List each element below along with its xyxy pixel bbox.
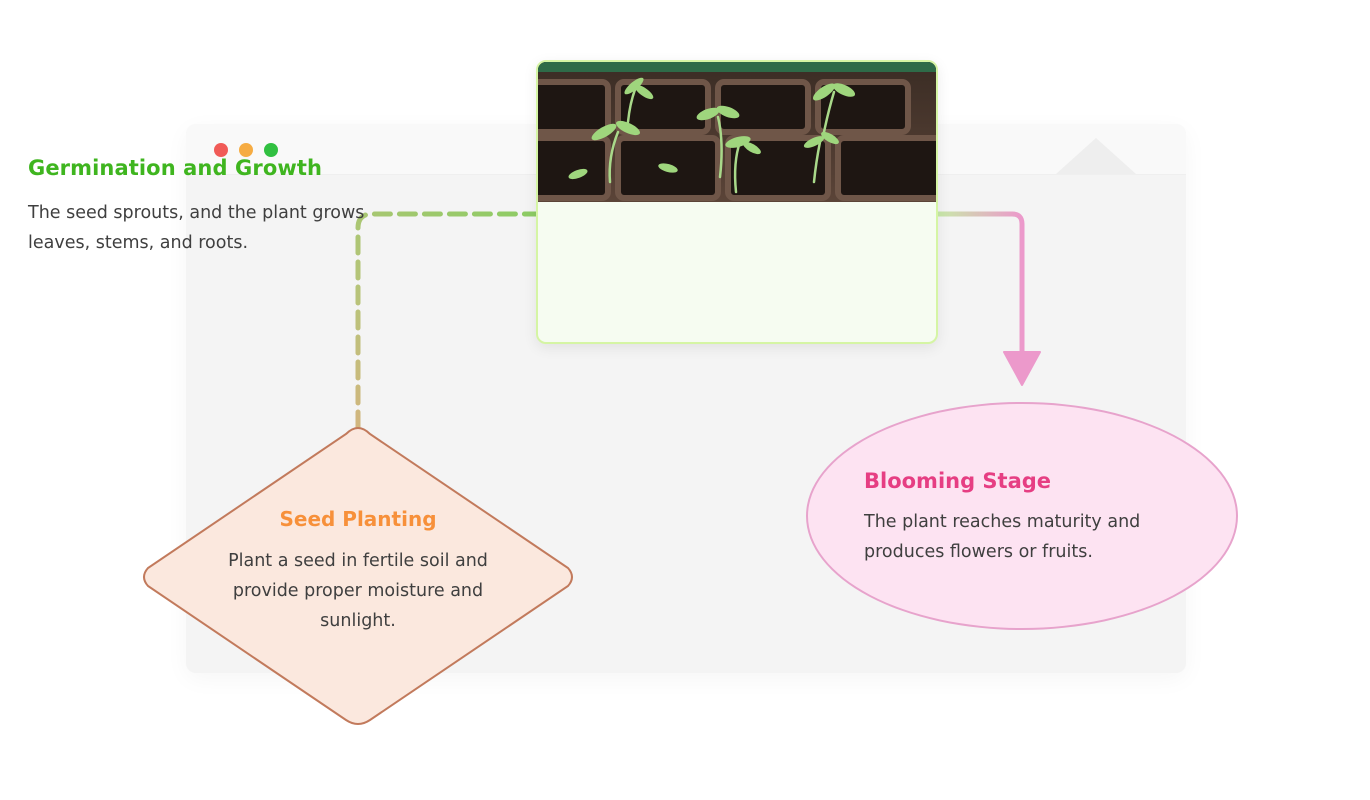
seedlings-image-icon [538, 62, 936, 202]
minimize-window-button[interactable] [239, 143, 253, 157]
seed-planting-diamond [143, 426, 573, 725]
germination-description: The seed sprouts, and the plant grows le… [28, 203, 365, 253]
blooming-title: Blooming Stage [864, 469, 1052, 493]
germination-card [536, 60, 938, 344]
seed-planting-title: Seed Planting [279, 507, 437, 531]
titlebar-tab-shape [1056, 138, 1136, 174]
blooming-description: The plant reaches maturity and produces … [864, 512, 1141, 562]
close-window-button[interactable] [214, 143, 228, 157]
seed-planting-description: Plant a seed in fertile soil and provide… [228, 551, 488, 631]
seedlings-photo [538, 62, 936, 202]
germination-title: Germination and Growth [28, 156, 323, 180]
blooming-ellipse [806, 402, 1238, 630]
maximize-window-button[interactable] [264, 143, 278, 157]
